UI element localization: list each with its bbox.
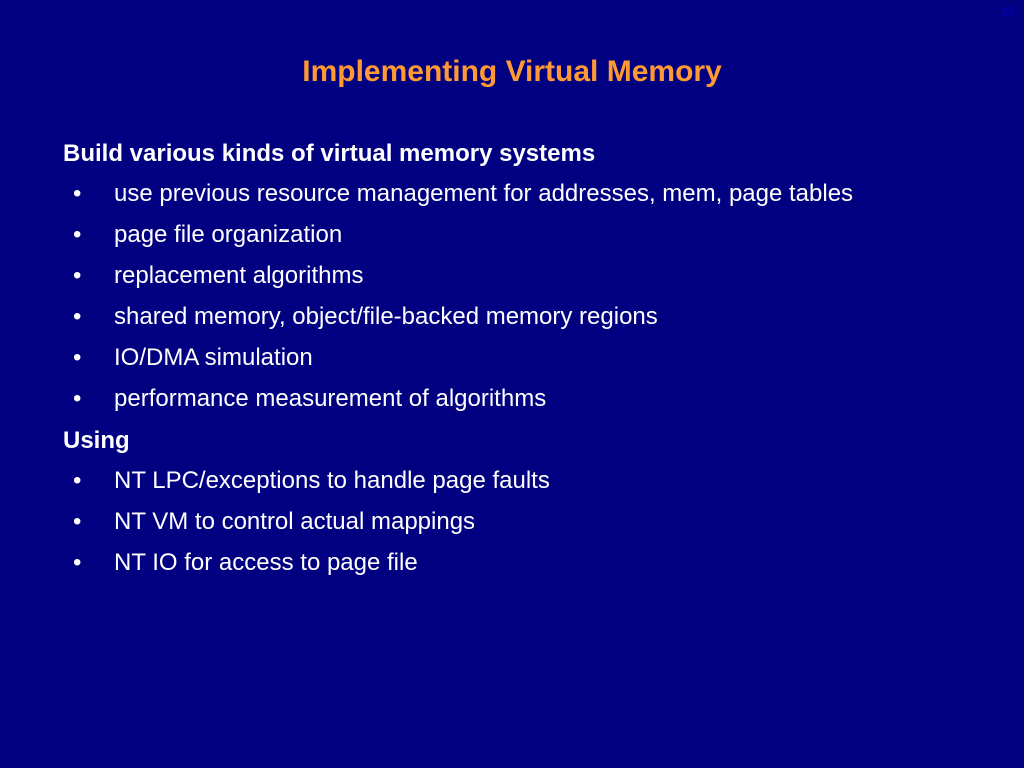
list-item: • IO/DMA simulation	[63, 342, 943, 374]
list-item-text: replacement algorithms	[114, 262, 364, 289]
list-item-text: performance measurement of algorithms	[114, 385, 547, 412]
list-item-text: IO/DMA simulation	[114, 344, 313, 371]
bullet-dot: •	[73, 344, 82, 371]
list-item: • NT VM to control actual mappings	[63, 506, 943, 538]
list-item: • performance measurement of algorithms	[63, 383, 943, 415]
bullet-dot: •	[73, 303, 82, 330]
section-heading-build: Build various kinds of virtual memory sy…	[63, 140, 596, 167]
slide-body: Build various kinds of virtual memory sy…	[63, 137, 943, 588]
list-item: • NT IO for access to page file	[63, 547, 943, 579]
bullet-dot: •	[73, 508, 82, 535]
bullet-list-build: • use previous resource management for a…	[63, 178, 943, 415]
bullet-dot: •	[73, 467, 82, 494]
list-item-text: page file organization	[114, 221, 343, 248]
slide-title: Implementing Virtual Memory	[302, 55, 722, 88]
list-item-text: NT IO for access to page file	[114, 549, 418, 576]
bullet-dot: •	[73, 385, 82, 412]
list-item-text: NT VM to control actual mappings	[114, 508, 476, 535]
bullet-dot: •	[73, 180, 82, 207]
list-item-text: NT LPC/exceptions to handle page faults	[114, 467, 550, 494]
list-item: • use previous resource management for a…	[63, 178, 943, 210]
list-item: • page file organization	[63, 219, 943, 251]
section-heading-using: Using	[63, 427, 130, 454]
bullet-dot: •	[73, 549, 82, 576]
bullet-list-using: • NT LPC/exceptions to handle page fault…	[63, 465, 943, 579]
slide-number: 37	[1000, 5, 1014, 19]
list-item: • replacement algorithms	[63, 260, 943, 292]
bullet-dot: •	[73, 221, 82, 248]
bullet-dot: •	[73, 262, 82, 289]
list-item: • NT LPC/exceptions to handle page fault…	[63, 465, 943, 497]
list-item: • shared memory, object/file-backed memo…	[63, 301, 943, 333]
list-item-text: shared memory, object/file-backed memory…	[114, 303, 658, 330]
list-item-text: use previous resource management for add…	[114, 180, 854, 207]
